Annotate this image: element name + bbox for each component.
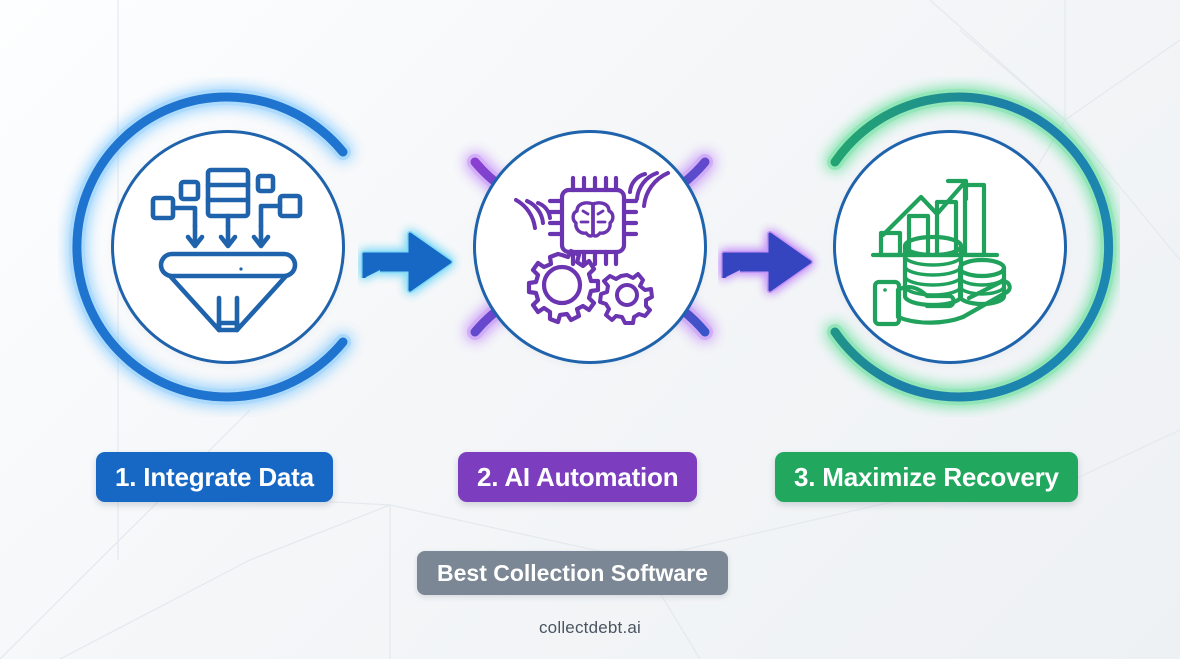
step-3-node[interactable] (800, 89, 1117, 405)
step-3-inner-ring (833, 130, 1067, 364)
step-2-inner-ring (473, 130, 707, 364)
ai-chip-brain-gears-icon (514, 171, 670, 325)
hand-coins-growth-icon (870, 178, 1012, 327)
step-1-label[interactable]: 1. Integrate Data (96, 452, 333, 502)
step-1-outer-ring (69, 89, 351, 405)
step-1-node[interactable] (69, 89, 378, 405)
step-3-label[interactable]: 3. Maximize Recovery (775, 452, 1078, 502)
footer-badge: Best Collection Software (417, 551, 728, 595)
arrow-step2-to-step3 (721, 231, 813, 293)
step-3-outer-ring (827, 89, 1117, 405)
step-2-node[interactable] (440, 97, 740, 397)
step-2-label[interactable]: 2. AI Automation (458, 452, 698, 502)
step-1-inner-ring (111, 130, 345, 364)
step-2-icon-holder (502, 157, 678, 337)
step-3-icon-holder (862, 157, 1038, 337)
data-funnel-icon (150, 167, 303, 332)
site-url: collectdebt.ai (538, 618, 642, 637)
arrow-step1-to-step2 (361, 231, 453, 293)
step-1-icon-holder (140, 157, 316, 337)
